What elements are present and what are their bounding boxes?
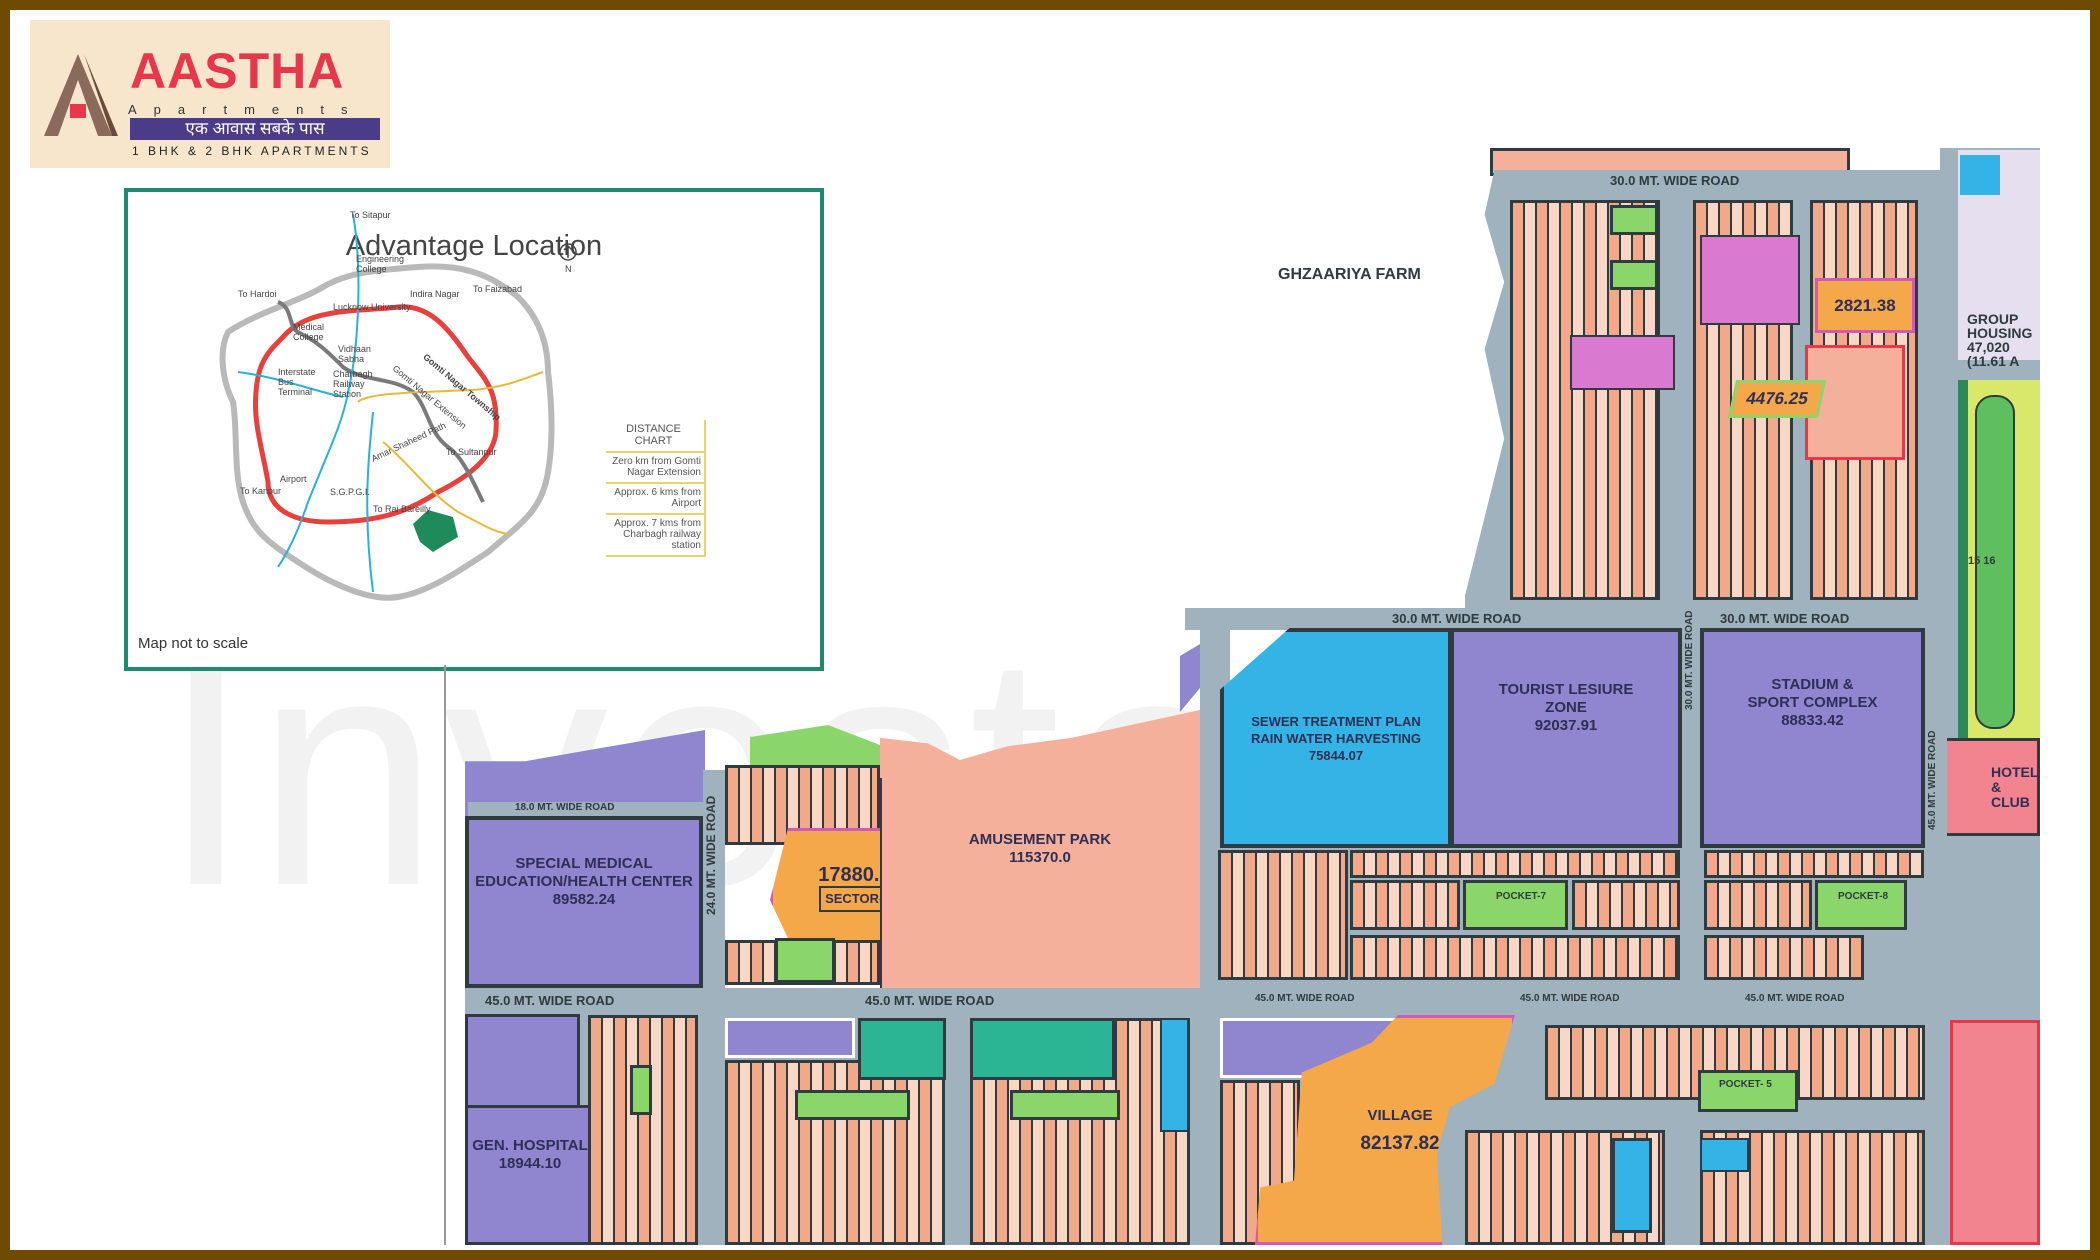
pocket-5-park: POCKET- 5	[1698, 1070, 1798, 1112]
place-label: S.G.P.G.I.	[330, 487, 370, 497]
water-body	[1960, 155, 2000, 195]
golf-hole-numbers: 15 16	[1968, 555, 1996, 567]
road-label: 45.0 MT. WIDE ROAD	[1255, 993, 1355, 1004]
plot-area: 4476.25	[1744, 389, 1810, 408]
svg-text:N: N	[565, 264, 572, 274]
place-label: To Faizabad	[473, 284, 523, 294]
ring-road	[252, 304, 499, 525]
group-housing-label: GROUP HOUSING 47,020 (11.61 A	[1967, 311, 2033, 369]
plot-teal	[970, 1018, 1115, 1080]
place-label: Lucknow University	[333, 302, 411, 312]
park	[630, 1065, 652, 1115]
residential-blocks	[1350, 880, 1460, 930]
residential-blocks	[1350, 850, 1680, 878]
road-label: 30.0 MT. WIDE ROAD	[1720, 611, 1850, 626]
road-label: 45.0 MT. WIDE ROAD	[1520, 993, 1620, 1004]
commercial-block	[1700, 235, 1800, 325]
city-map-graphic: N	[219, 213, 577, 601]
brand-logo: AASTHA Apartments एक आवास सबके पास 1 BHK…	[30, 20, 390, 168]
road-label: 45.0 MT. WIDE ROAD	[485, 993, 615, 1008]
pocket-7-park: POCKET-7	[1463, 880, 1568, 930]
distance-row: Approx. 6 kms from Airport	[606, 484, 704, 515]
brand-tagline: एक आवास सबके पास	[130, 118, 380, 140]
place-label: Interstate Bus Terminal	[278, 367, 316, 397]
park	[1010, 1090, 1120, 1120]
plot-area: 2821.38	[1834, 295, 1896, 315]
plot-blue	[1160, 1018, 1189, 1132]
gomti-river	[277, 300, 485, 503]
place-label: To Sitapur	[350, 210, 391, 220]
residential-blocks	[1704, 935, 1864, 980]
hotel-lower	[1950, 1020, 2040, 1245]
residential-blocks	[1704, 850, 1924, 878]
park	[775, 938, 835, 983]
road-18m	[468, 802, 703, 816]
road-30m	[1185, 608, 1945, 630]
institutional-plot	[725, 1018, 855, 1058]
divider-line	[444, 665, 446, 1245]
tourist-leisure-zone: TOURIST LESIURE ZONE 92037.91	[1450, 628, 1682, 848]
brand-name: AASTHA	[130, 43, 345, 99]
page: Investo AASTHA Apartments एक आवास सबके प…	[10, 10, 2090, 1250]
place-label: Charbagh Railway Station	[333, 369, 373, 399]
place-label: Airport	[280, 474, 307, 484]
city-boundary	[219, 263, 555, 601]
road-45m	[465, 988, 1945, 1014]
residential-blocks	[1572, 880, 1680, 930]
place-label: Medical College	[293, 322, 325, 342]
boundary-line	[880, 778, 882, 990]
commercial-block	[1570, 335, 1675, 390]
golf-city-site	[413, 510, 458, 552]
road-label: 45.0 MT. WIDE ROAD	[1745, 993, 1845, 1004]
park	[1610, 205, 1658, 235]
residential-blocks	[588, 1015, 698, 1245]
brand-offering: 1 BHK & 2 BHK APARTMENTS	[132, 144, 372, 158]
distance-chart: DISTANCE CHART Zero km from Gomti Nagar …	[606, 420, 706, 557]
scale-note: Map not to scale	[138, 635, 249, 652]
location-inset-map: Advantage Location N To Sitapur Engineer…	[124, 188, 824, 671]
residential-blocks	[1510, 200, 1660, 600]
road-label: 45.0 MT. WIDE ROAD	[1927, 730, 1938, 830]
plot-blue	[1700, 1138, 1749, 1172]
residential-blocks	[1218, 850, 1348, 980]
road-24m-vertical	[703, 770, 725, 988]
amusement-park: AMUSEMENT PARK 115370.0	[880, 710, 1200, 988]
site-plot-2: 4476.25	[1727, 380, 1827, 418]
brand-subtitle: Apartments	[128, 102, 365, 117]
road-label: 24.0 MT. WIDE ROAD	[704, 795, 718, 915]
place-label: To Rai Bareilly	[373, 504, 431, 514]
place-label: Vidhaan Sabha	[338, 344, 371, 364]
distance-chart-heading: DISTANCE CHART	[606, 420, 704, 453]
inset-title: Advantage Location	[345, 230, 603, 262]
place-label: To Sultanpur	[446, 447, 497, 457]
park	[1610, 260, 1658, 290]
road-label: 30.0 MT. WIDE ROAD	[1610, 173, 1740, 188]
water-tank-plot	[1612, 1138, 1652, 1233]
distance-row: Approx. 7 kms from Charbagh railway stat…	[606, 515, 704, 557]
sewer-treatment-plant: SEWER TREATMENT PLAN RAIN WATER HARVESTI…	[1220, 628, 1452, 848]
road-label: 30.0 MT. WIDE ROAD	[1684, 610, 1695, 710]
distance-row: Zero km from Gomti Nagar Extension	[606, 453, 704, 484]
site-plot-1: 2821.38	[1815, 278, 1915, 333]
residential-blocks	[725, 1060, 945, 1245]
farm-label: GHZAARIYA FARM	[1278, 266, 1421, 283]
road-label: 45.0 MT. WIDE ROAD	[865, 993, 995, 1008]
place-label: To Hardoi	[238, 289, 277, 299]
road-label: 30.0 MT. WIDE ROAD	[1392, 611, 1522, 626]
place-label: Engineering College	[356, 254, 405, 274]
general-hospital: GEN. HOSPITAL 18944.10	[465, 1105, 595, 1245]
park	[795, 1090, 910, 1120]
pocket-8-park: POCKET-8	[1815, 880, 1907, 930]
hotel-club: HOTEL & CLUB	[1942, 738, 2040, 836]
residential-blocks	[1350, 935, 1680, 980]
stadium-sport-complex: STADIUM & SPORT COMPLEX 88833.42	[1700, 628, 1925, 848]
place-label: Indira Nagar	[410, 289, 460, 299]
golf-fairway	[1975, 395, 2015, 729]
plot-teal	[858, 1018, 946, 1080]
residential-blocks	[1704, 880, 1812, 930]
place-label: To Kanpur	[240, 486, 282, 496]
road-label: 18.0 MT. WIDE ROAD	[515, 802, 615, 813]
logo-triangle-icon	[44, 54, 118, 136]
special-medical-health-center: SPECIAL MEDICAL EDUCATION/HEALTH CENTER …	[465, 816, 703, 988]
